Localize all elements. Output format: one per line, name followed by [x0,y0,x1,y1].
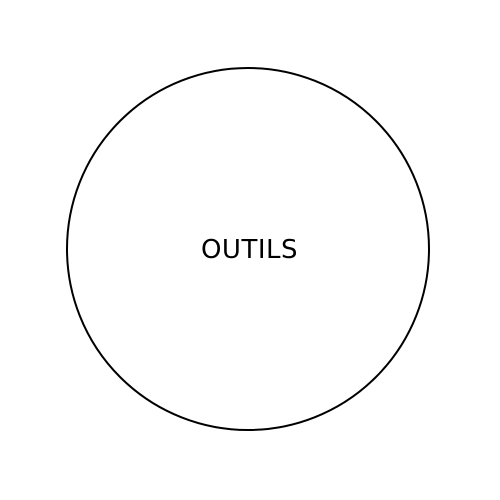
circle-button[interactable]: OUTILS [66,67,430,431]
circle-label: OUTILS [200,235,299,265]
